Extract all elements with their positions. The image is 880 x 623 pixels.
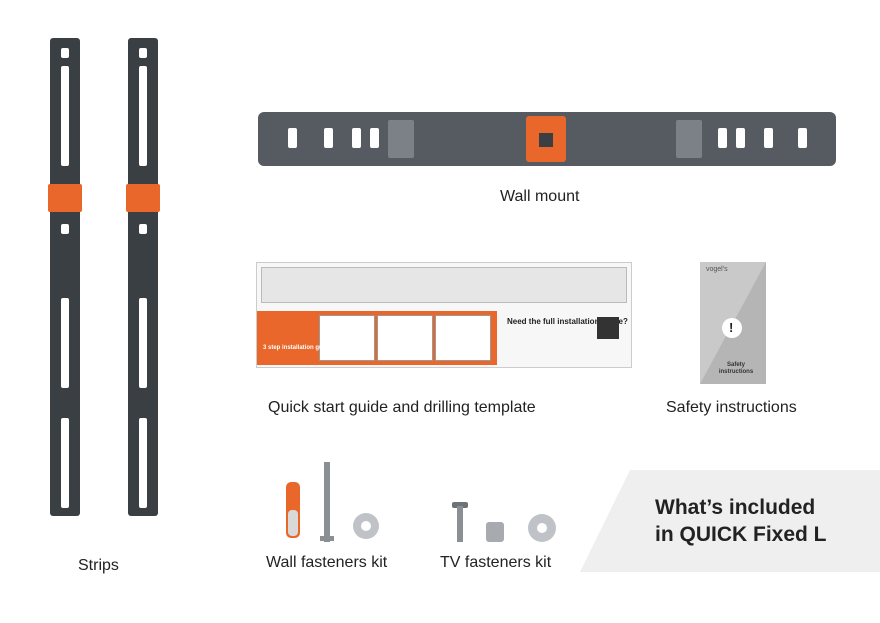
wall-mount-image [258, 112, 836, 166]
safety-label: Safety instructions [666, 399, 797, 416]
warning-icon: ! [729, 320, 734, 335]
banner-line-2: in QUICK Fixed L [655, 523, 827, 546]
booklet-brand: vogel's [706, 266, 728, 273]
qr-code-icon [597, 317, 619, 339]
tv-fasteners-label: TV fasteners kit [440, 554, 552, 571]
safety-booklet-image: vogel's ! Safety instructions [700, 262, 766, 384]
wall-fasteners-image [282, 460, 392, 545]
banner-title: What’s included in QUICK Fixed L [655, 494, 827, 548]
tv-fasteners-image [446, 498, 564, 546]
booklet-title: Safety instructions [718, 362, 754, 375]
guide-steps-label: 3 step installation guide [263, 345, 332, 351]
strips-label: Strips [78, 557, 119, 574]
banner-line-1: What’s included [655, 496, 816, 519]
wall-mount-label: Wall mount [500, 188, 580, 205]
guide-title: Need the full installation guide? [507, 317, 628, 326]
quick-start-label: Quick start guide and drilling template [268, 399, 536, 416]
quick-start-guide-image: 3 step installation guide Need the full … [256, 262, 632, 368]
strip-right [126, 38, 160, 516]
banner-background [580, 470, 880, 572]
wall-fasteners-label: Wall fasteners kit [266, 554, 388, 571]
strip-left [48, 38, 82, 516]
